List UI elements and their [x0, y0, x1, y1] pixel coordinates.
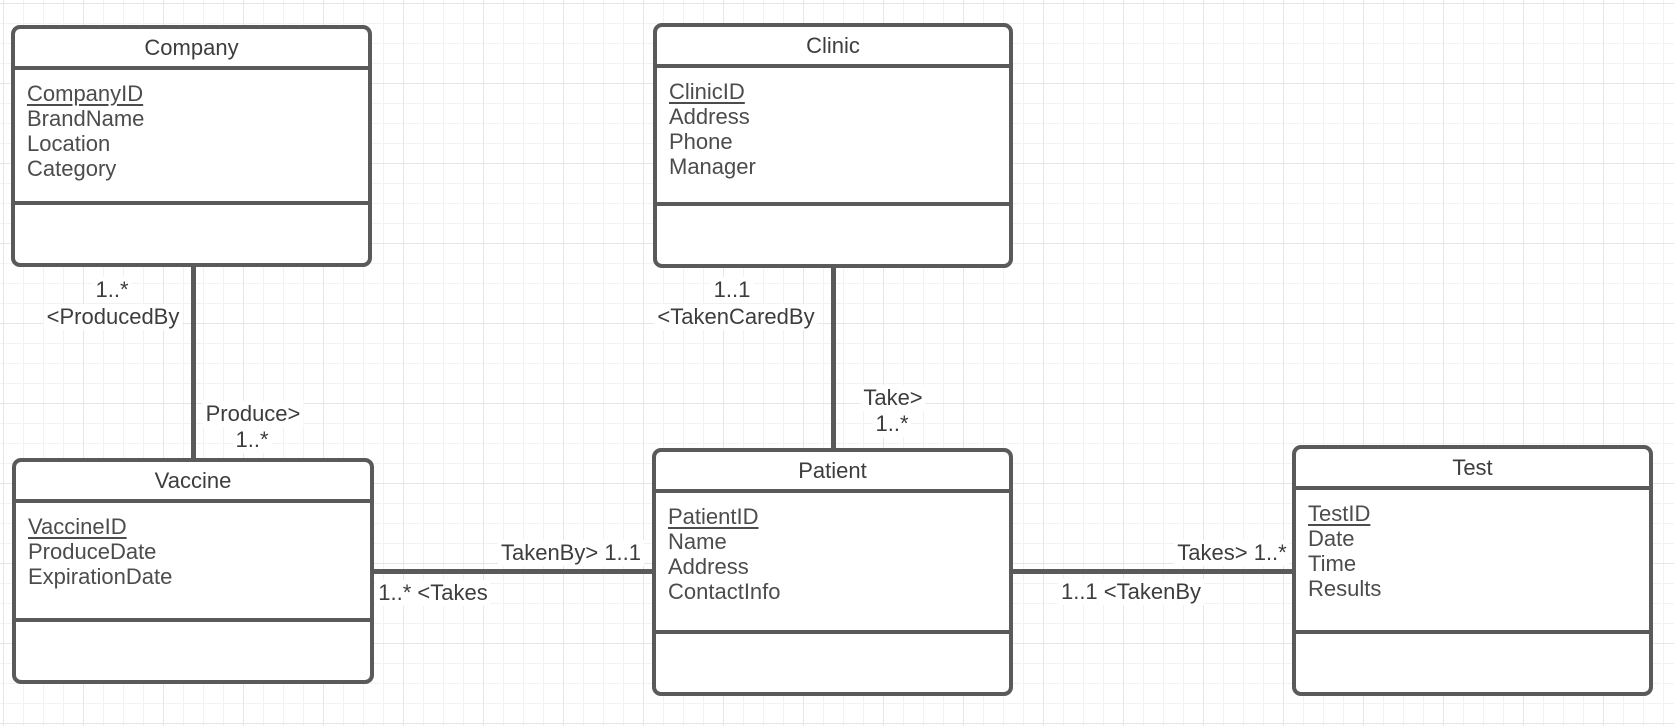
connector-clinic-patient[interactable] [831, 266, 836, 450]
edge-label-producedby-multiplicity[interactable]: 1..* [92, 277, 132, 303]
methods-section [656, 634, 1009, 692]
connector-patient-test[interactable] [1011, 569, 1295, 574]
attribute: Results [1308, 576, 1382, 601]
edge-label-take-multiplicity[interactable]: 1..* [872, 411, 912, 437]
edge-label-takenby-patient-side[interactable]: TakenBy> 1..1 [497, 540, 645, 566]
class-title: Vaccine [16, 462, 370, 503]
attribute-primary-key: CompanyID [27, 81, 144, 106]
attribute: Category [27, 156, 117, 181]
class-vaccine[interactable]: Vaccine VaccineID ProduceDate Expiration… [12, 458, 374, 684]
attributes-section: PatientID Name Address ContactInfo [656, 493, 1009, 634]
attributes-section: CompanyID BrandName Location Category [15, 70, 368, 205]
methods-section [657, 206, 1009, 264]
class-title: Patient [656, 452, 1009, 493]
connector-company-vaccine[interactable] [191, 265, 196, 460]
attribute: ProduceDate [28, 539, 157, 564]
class-test[interactable]: Test TestID Date Time Results [1292, 445, 1653, 696]
edge-label-takencaredby-multiplicity[interactable]: 1..1 [710, 277, 754, 303]
attribute: Date [1308, 526, 1355, 551]
edge-label-takes-test-side[interactable]: Takes> 1..* [1174, 540, 1290, 566]
attribute: Phone [669, 129, 733, 154]
attributes-section: VaccineID ProduceDate ExpirationDate [16, 503, 370, 622]
connector-vaccine-patient[interactable] [372, 569, 654, 574]
attribute: Time [1308, 551, 1357, 576]
edge-label-takenby-patient-side-2[interactable]: 1..1 <TakenBy [1057, 579, 1205, 605]
class-company[interactable]: Company CompanyID BrandName Location Cat… [11, 25, 372, 267]
attribute: Manager [669, 154, 756, 179]
attribute: ContactInfo [668, 579, 781, 604]
edge-label-produce-role[interactable]: Produce> [202, 401, 304, 427]
attributes-section: TestID Date Time Results [1296, 490, 1649, 634]
edge-label-producedby-role[interactable]: <ProducedBy [43, 304, 183, 330]
attribute-primary-key: TestID [1308, 501, 1371, 526]
methods-section [15, 205, 368, 263]
class-clinic[interactable]: Clinic ClinicID Address Phone Manager [653, 23, 1013, 268]
attribute-primary-key: ClinicID [669, 79, 745, 104]
edge-label-take-role[interactable]: Take> [860, 385, 926, 411]
attribute: Location [27, 131, 111, 156]
attribute: Address [669, 104, 750, 129]
attribute: ExpirationDate [28, 564, 173, 589]
attribute: Address [668, 554, 749, 579]
attribute-primary-key: VaccineID [28, 514, 127, 539]
attribute: Name [668, 529, 727, 554]
methods-section [1296, 634, 1649, 692]
edge-label-takes-vaccine-side[interactable]: 1..* <Takes [375, 580, 491, 606]
methods-section [16, 622, 370, 680]
edge-label-takencaredby-role[interactable]: <TakenCaredBy [654, 304, 818, 330]
attribute-primary-key: PatientID [668, 504, 759, 529]
class-title: Company [15, 29, 368, 70]
class-title: Test [1296, 449, 1649, 490]
attribute: BrandName [27, 106, 145, 131]
class-patient[interactable]: Patient PatientID Name Address ContactIn… [652, 448, 1013, 696]
class-title: Clinic [657, 27, 1009, 68]
attributes-section: ClinicID Address Phone Manager [657, 68, 1009, 206]
edge-label-produce-multiplicity[interactable]: 1..* [232, 427, 272, 453]
